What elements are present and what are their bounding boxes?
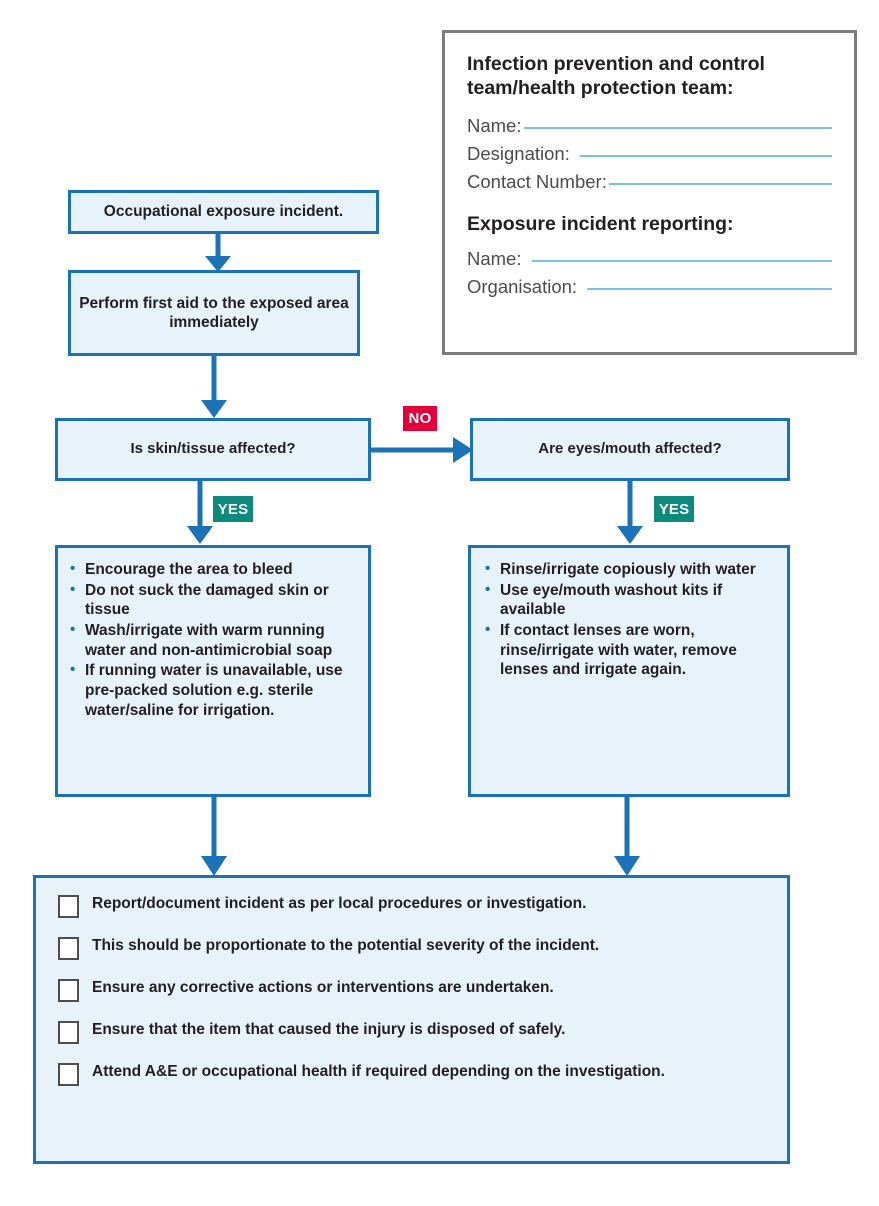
list-item: Use eye/mouth washout kits if available <box>485 580 777 620</box>
field-row-contact-number-ipc: Contact Number: <box>467 171 832 193</box>
checkbox-icon[interactable] <box>58 1021 79 1044</box>
checklist-label: Attend A&E or occupational health if req… <box>92 1063 665 1080</box>
checklist-row[interactable]: This should be proportionate to the pote… <box>58 936 599 960</box>
flow-node-checklist: Report/document incident as per local pr… <box>33 875 790 1164</box>
checklist-row[interactable]: Ensure that the item that caused the inj… <box>58 1020 565 1044</box>
checkbox-icon[interactable] <box>58 979 79 1002</box>
checkbox-icon[interactable] <box>58 937 79 960</box>
checklist-row[interactable]: Attend A&E or occupational health if req… <box>58 1062 665 1086</box>
checklist-row[interactable]: Report/document incident as per local pr… <box>58 894 586 918</box>
flow-node-eyes-actions: Rinse/irrigate copiously with water Use … <box>468 545 790 797</box>
field-label-contact-number-ipc: Contact Number: <box>467 170 607 192</box>
flow-node-skin-actions: Encourage the area to bleed Do not suck … <box>55 545 371 797</box>
checkbox-icon[interactable] <box>58 895 79 918</box>
checklist-label: Ensure any corrective actions or interve… <box>92 979 554 996</box>
arrow-eyes-actions-to-checklist <box>612 796 642 878</box>
arrow-skin-actions-to-checklist <box>199 796 229 878</box>
field-underline-contact-number-ipc[interactable] <box>608 182 832 185</box>
skin-actions-list: Encourage the area to bleed Do not suck … <box>70 559 358 721</box>
arrow-yes-skin-to-actions <box>185 480 215 546</box>
field-row-designation-ipc: Designation: <box>467 143 832 165</box>
checkbox-icon[interactable] <box>58 1063 79 1086</box>
arrow-yes-eyes-to-actions <box>615 480 645 546</box>
field-row-organisation-reporting: Organisation: <box>467 276 832 298</box>
field-label-name-reporting: Name: <box>467 248 522 270</box>
list-item: If contact lenses are worn, rinse/irriga… <box>485 620 777 680</box>
list-item: Encourage the area to bleed <box>70 559 358 580</box>
eyes-actions-list: Rinse/irrigate copiously with water Use … <box>485 559 777 681</box>
panel-heading-exposure-reporting: Exposure incident reporting: <box>467 212 734 235</box>
field-underline-name-reporting[interactable] <box>531 260 832 263</box>
flow-node-first-aid: Perform first aid to the exposed area im… <box>68 270 360 356</box>
arrow-start-to-first-aid <box>203 232 233 274</box>
badge-yes-skin: YES <box>213 496 253 522</box>
field-underline-designation-ipc[interactable] <box>579 154 832 157</box>
flow-node-start: Occupational exposure incident. <box>68 190 379 234</box>
checklist-label: This should be proportionate to the pote… <box>92 937 600 954</box>
badge-yes-eyes: YES <box>654 496 694 522</box>
field-row-name-ipc: Name: <box>467 115 832 137</box>
badge-no: NO <box>403 406 437 431</box>
flow-node-decision-eyes: Are eyes/mouth affected? <box>470 418 790 481</box>
checklist-label: Ensure that the item that caused the inj… <box>92 1021 566 1038</box>
field-label-designation-ipc: Designation: <box>467 142 570 164</box>
panel-heading-ipc-team: Infection prevention and control team/he… <box>467 53 765 99</box>
field-underline-name-ipc[interactable] <box>523 126 832 129</box>
flow-node-decision-skin: Is skin/tissue affected? <box>55 418 371 481</box>
list-item: Do not suck the damaged skin or tissue <box>70 580 358 620</box>
field-label-organisation-reporting: Organisation: <box>467 276 578 298</box>
arrow-no-skin-to-eyes <box>369 434 475 468</box>
arrow-first-aid-to-decision-skin <box>199 354 229 420</box>
contact-info-panel: Infection prevention and control team/he… <box>442 30 857 355</box>
field-label-name-ipc: Name: <box>467 114 522 136</box>
field-underline-organisation-reporting[interactable] <box>587 288 832 291</box>
list-item: If running water is unavailable, use pre… <box>70 660 358 720</box>
list-item: Wash/irrigate with warm running water an… <box>70 620 358 660</box>
checklist-row[interactable]: Ensure any corrective actions or interve… <box>58 978 554 1002</box>
field-row-name-reporting: Name: <box>467 248 832 270</box>
checklist-label: Report/document incident as per local pr… <box>92 895 587 912</box>
list-item: Rinse/irrigate copiously with water <box>485 559 777 580</box>
